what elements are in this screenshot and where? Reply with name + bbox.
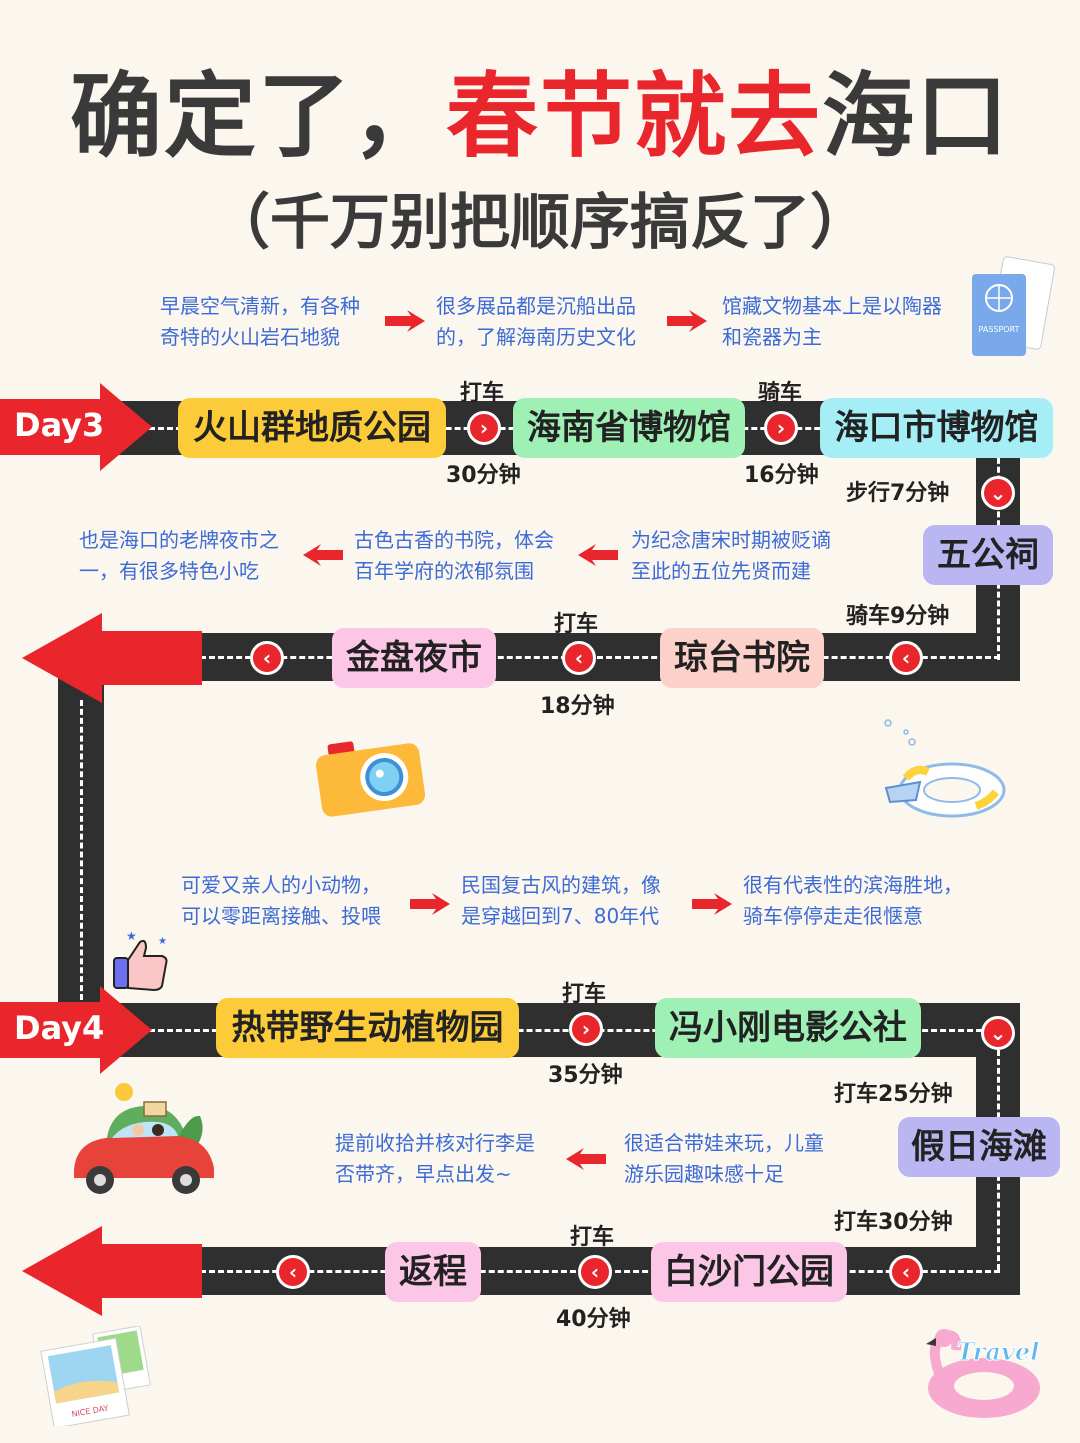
transport-mode: 骑车: [758, 381, 803, 406]
stop-baishamen-park[interactable]: 白沙门公园: [651, 1242, 847, 1302]
arrow-left-icon: ‹: [578, 1255, 612, 1289]
arrow-down-icon: ⌄: [981, 476, 1015, 510]
flamingo-float-icon: Travel: [926, 1329, 1040, 1418]
arrow-left-icon: ‹: [562, 641, 596, 675]
red-arrow-right-icon: [385, 310, 425, 332]
transport-time: 16分钟: [744, 463, 819, 488]
red-arrow-right-icon: [692, 893, 732, 915]
stop-jinpan-night-market[interactable]: 金盘夜市: [332, 628, 496, 688]
description: 古色古香的书院，体会百年学府的浓郁氛围: [354, 528, 554, 583]
stop-return-trip[interactable]: 返程: [385, 1242, 481, 1302]
car-icon: [74, 1083, 214, 1194]
stop-wugong-temple[interactable]: 五公祠: [923, 525, 1053, 585]
description: 早晨空气清新，有各种奇特的火山岩石地貌: [160, 294, 360, 349]
arrow-right-icon: ›: [764, 411, 798, 445]
arrow-left-icon: ‹: [889, 1255, 923, 1289]
stop-hainan-museum[interactable]: 海南省博物馆: [513, 398, 745, 458]
red-arrow-right-icon: [667, 310, 707, 332]
stop-haikou-museum[interactable]: 海口市博物馆: [820, 398, 1053, 458]
arrow-left-icon: ‹: [276, 1255, 310, 1289]
camera-icon: [316, 741, 426, 817]
description: 很有代表性的滨海胜地，骑车停停走走很惬意: [743, 873, 963, 928]
transport-mode: 打车: [562, 982, 607, 1007]
day3-label: Day3: [14, 406, 105, 444]
red-arrow-left-icon: [303, 544, 343, 566]
description: 很适合带娃来玩，儿童游乐园趣味感十足: [624, 1131, 824, 1186]
page-title: 确定了，春节就去海口: [69, 63, 1011, 170]
transport-link: 打车30分钟: [834, 1210, 953, 1235]
arrow-right-icon: ›: [467, 411, 501, 445]
svg-text:★: ★: [158, 936, 167, 947]
stop-fengxiaogang-film-studio[interactable]: 冯小刚电影公社: [655, 998, 921, 1058]
transport-link: 骑车9分钟: [846, 604, 950, 629]
swim-ring-icon: [884, 719, 1006, 818]
transport-link: 步行7分钟: [846, 481, 950, 506]
thumbs-up-icon: ★ ★: [113, 929, 168, 992]
transport-time: 18分钟: [540, 694, 615, 719]
stop-holiday-beach[interactable]: 假日海滩: [898, 1117, 1060, 1177]
transport-time: 40分钟: [556, 1307, 631, 1332]
road-line: [200, 656, 1000, 659]
arrow-left-icon: ‹: [889, 641, 923, 675]
end-arrow-day4: [22, 1226, 202, 1316]
transport-mode: 打车: [570, 1225, 615, 1250]
day4-label: Day4: [14, 1009, 105, 1047]
day4-banner: [0, 986, 152, 1074]
description: 提前收拾并核对行李是否带齐，早点出发~: [335, 1131, 535, 1186]
transport-mode: 打车: [460, 381, 505, 406]
red-arrow-left-icon: [566, 1148, 606, 1170]
description: 为纪念唐宋时期被贬谪至此的五位先贤而建: [631, 528, 831, 583]
road-line: [80, 700, 83, 1000]
description: 民国复古风的建筑，像是穿越回到7、80年代: [461, 873, 661, 928]
transport-time: 30分钟: [446, 463, 521, 488]
page-subtitle: （千万别把顺序搞反了）: [210, 188, 870, 258]
stop-qiongtai-academy[interactable]: 琼台书院: [660, 628, 824, 688]
photo-icon: NICE DAY: [40, 1326, 151, 1426]
svg-text:Travel: Travel: [957, 1337, 1040, 1366]
svg-text:★: ★: [126, 929, 137, 943]
transport-mode: 打车: [554, 612, 599, 637]
description: 馆藏文物基本上是以陶器和瓷器为主: [722, 294, 942, 349]
transport-time: 35分钟: [548, 1063, 623, 1088]
arrow-right-icon: ›: [569, 1012, 603, 1046]
day3-banner: [0, 383, 152, 471]
arrow-left-icon: ‹: [250, 641, 284, 675]
arrow-down-icon: ⌄: [981, 1016, 1015, 1050]
red-arrow-left-icon: [578, 544, 618, 566]
end-arrow-day3: [22, 613, 202, 703]
svg-text:PASSPORT: PASSPORT: [979, 325, 1020, 334]
stop-tropical-wildlife-park[interactable]: 热带野生动植物园: [216, 998, 519, 1058]
description: 可爱又亲人的小动物，可以零距离接触、投喂: [181, 873, 381, 928]
transport-link: 打车25分钟: [834, 1082, 953, 1107]
passport-icon: PASSPORT: [972, 256, 1055, 356]
description: 很多展品都是沉船出品的，了解海南历史文化: [436, 294, 636, 349]
stop-volcano-park[interactable]: 火山群地质公园: [178, 398, 446, 458]
description: 也是海口的老牌夜市之一，有很多特色小吃: [79, 528, 279, 583]
red-arrow-right-icon: [410, 893, 450, 915]
